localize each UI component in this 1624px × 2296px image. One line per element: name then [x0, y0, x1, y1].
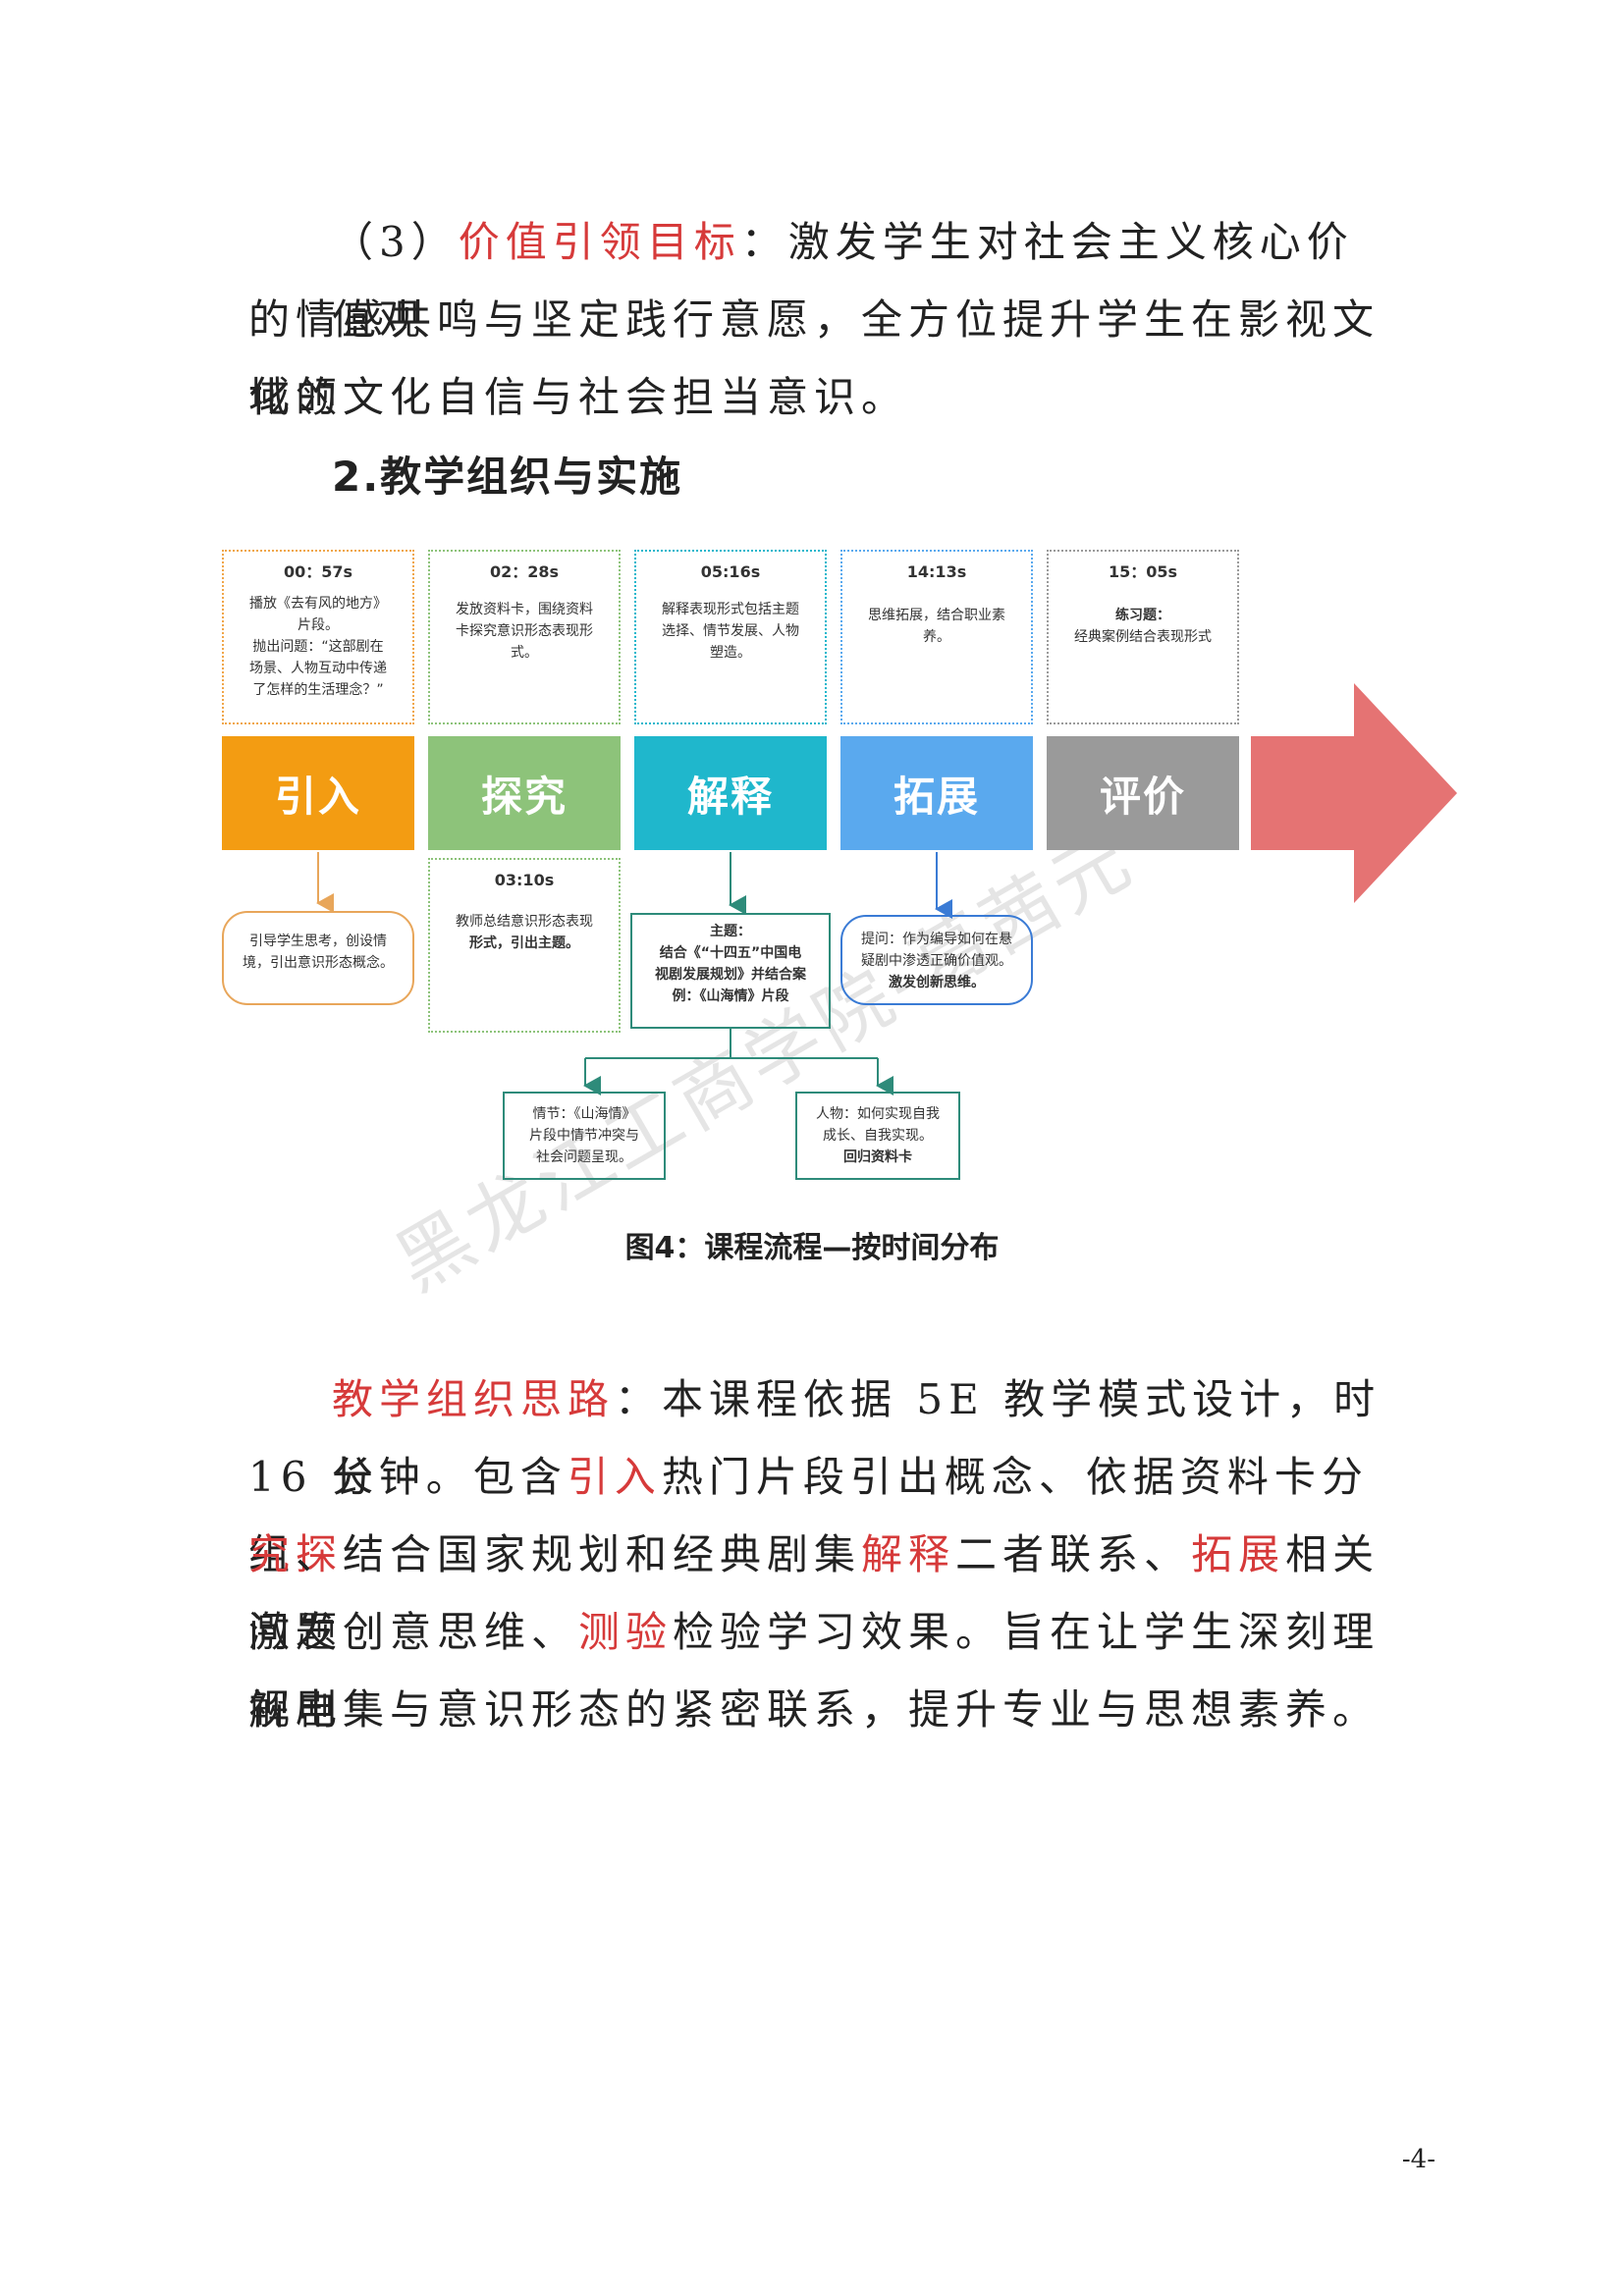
org-line1: 教学组织思路：本课程依据 5E 教学模式设计，时长	[332, 1375, 1381, 1501]
stage-extend: 拓展	[840, 736, 1033, 850]
org-line3: 究、结合国家规划和经典剧集解释二者联系、拓展相关问题	[248, 1530, 1380, 1656]
time-box-explore: 02：28s 发放资料卡，围绕资料卡探究意识形态表现形式。	[428, 550, 621, 724]
explore-note: 03:10s 教师总结意识形态表现形式，引出主题。	[428, 858, 621, 1033]
intro-note: 引导学生思考，创设情境，引出意识形态概念。	[222, 911, 414, 1005]
course-flow-diagram: 00：57s 播放《去有风的地方》片段。 抛出问题：“这部剧在场景、人物互动中传…	[218, 550, 1563, 1188]
theme-box: 主题：结合《“十四五”中国电视剧发展规划》并结合案例：《山海情》片段	[630, 913, 831, 1029]
stage-explore: 探究	[428, 736, 621, 850]
value-goal-line2: 的情感共鸣与坚定践行意愿，全方位提升学生在影视文化领	[248, 295, 1380, 421]
flow-arrow-icon	[1251, 683, 1457, 903]
time-box-extend: 14:13s 思维拓展，结合职业素养。	[840, 550, 1033, 724]
stage-explain: 解释	[634, 736, 827, 850]
figure-caption: 图4：课程流程—按时间分布	[624, 1231, 1000, 1265]
value-goal-line1: （3）价值引领目标：激发学生对社会主义核心价值观	[332, 218, 1354, 344]
section-heading: 2.教学组织与实施	[332, 453, 683, 501]
extend-note: 提问：作为编导如何在悬疑剧中渗透正确价值观。激发创新思维。	[840, 915, 1033, 1005]
connector-lines	[316, 852, 952, 1095]
time-box-explain: 05:16s 解释表现形式包括主题选择、情节发展、人物塑造。	[634, 550, 827, 724]
value-goal-line3: 域的文化自信与社会担当意识。	[248, 373, 909, 421]
time-box-intro: 00：57s 播放《去有风的地方》片段。 抛出问题：“这部剧在场景、人物互动中传…	[222, 550, 414, 724]
page-number: -4-	[1401, 2145, 1435, 2174]
org-line2: 16 分钟。包含引入热门片段引出概念、依据资料卡分组探	[248, 1453, 1369, 1578]
plot-box: 情节：《山海情》片段中情节冲突与社会问题呈现。	[503, 1092, 666, 1180]
org-line5: 视剧集与意识形态的紧密联系，提升专业与思想素养。	[248, 1685, 1380, 1734]
stage-evaluate: 评价	[1047, 736, 1239, 850]
character-box: 人物：如何实现自我成长、自我实现。回归资料卡	[795, 1092, 960, 1180]
stage-intro: 引入	[222, 736, 414, 850]
org-line4: 激发创意思维、测验检验学习效果。旨在让学生深刻理解电	[248, 1608, 1380, 1734]
time-box-evaluate: 15：05s 练习题：经典案例结合表现形式	[1047, 550, 1239, 724]
